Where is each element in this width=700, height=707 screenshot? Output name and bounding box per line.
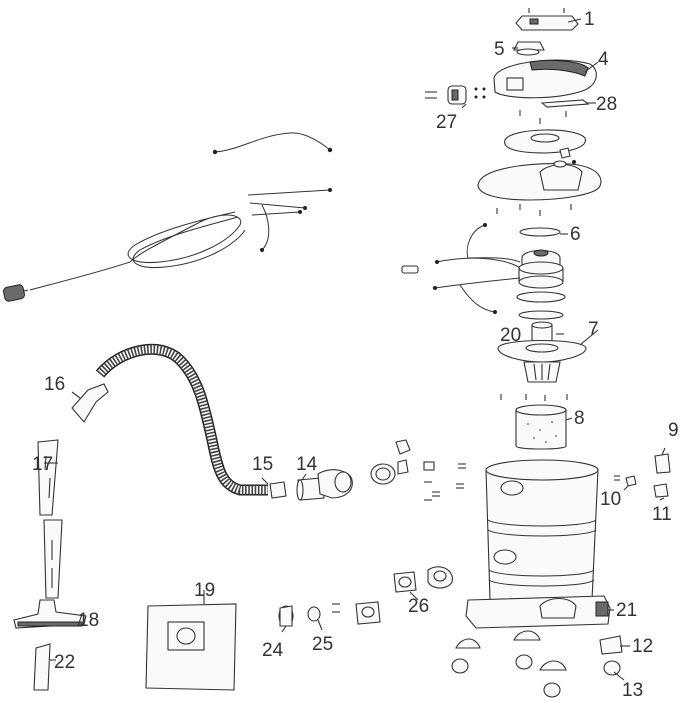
part-tank	[485, 459, 620, 608]
part-16-handle-bend	[71, 383, 109, 423]
part-5-clip	[513, 41, 545, 56]
part-20-sleeve	[531, 321, 553, 344]
part-motor-plate	[504, 118, 586, 164]
part-handle	[515, 8, 579, 31]
label-21: 21	[616, 600, 637, 621]
part-10-screw	[625, 475, 637, 487]
label-27: 27	[436, 112, 457, 133]
part-9-clip	[654, 453, 671, 474]
part-21-base	[465, 595, 611, 629]
label-26: 26	[408, 596, 429, 617]
part-13-caster	[451, 654, 621, 698]
part-motor-housing	[477, 160, 602, 216]
part-motor	[401, 223, 564, 314]
part-11-clip	[653, 483, 669, 498]
label-19: 19	[194, 580, 215, 601]
part-19-filter-bag	[145, 603, 237, 691]
part-28-plate	[519, 99, 590, 117]
part-hose-inlet	[317, 469, 353, 499]
part-17-tube	[37, 439, 59, 516]
part-25-ring	[307, 603, 340, 622]
part-14-connector	[269, 477, 325, 501]
label-4: 4	[598, 49, 609, 70]
label-12: 12	[632, 636, 653, 657]
part-6-gasket	[519, 227, 561, 237]
label-5: 5	[494, 39, 505, 60]
label-25: 25	[312, 634, 333, 655]
label-7: 7	[588, 319, 599, 340]
power-cord-assembly	[3, 132, 333, 302]
label-22: 22	[54, 652, 75, 673]
label-11: 11	[652, 504, 672, 525]
label-20: 20	[500, 325, 521, 346]
label-8: 8	[574, 408, 585, 429]
label-14: 14	[296, 454, 318, 475]
part-27-switch	[425, 85, 486, 105]
part-24-adapter	[278, 605, 294, 627]
part-tube-lower	[43, 519, 63, 599]
part-numbers: 1 5 4 27 28 6 20 7 8 9 10 11 16 17 15 14…	[32, 9, 679, 701]
callout-leaders	[44, 18, 666, 681]
part-8-filter	[515, 404, 567, 450]
label-16: 16	[44, 374, 65, 395]
part-26-flange	[355, 566, 453, 625]
label-24: 24	[262, 640, 284, 661]
part-22-crevice-tool	[33, 643, 51, 691]
part-seal-rings	[516, 291, 566, 320]
part-7-filter-holder	[497, 340, 587, 401]
part-inlet-ring	[370, 463, 396, 485]
label-28: 28	[596, 94, 617, 115]
label-1: 1	[584, 9, 595, 30]
label-17: 17	[32, 454, 53, 475]
label-10: 10	[600, 489, 621, 510]
label-15: 15	[252, 454, 273, 475]
part-latch-set	[395, 439, 466, 501]
part-hose	[95, 343, 268, 496]
label-6: 6	[570, 224, 581, 245]
label-13: 13	[622, 680, 643, 701]
part-motor-cover	[493, 59, 597, 99]
part-18-floor-nozzle	[13, 599, 87, 629]
label-9: 9	[668, 420, 679, 441]
part-12-caster-holder	[455, 630, 623, 671]
label-18: 18	[78, 610, 99, 631]
